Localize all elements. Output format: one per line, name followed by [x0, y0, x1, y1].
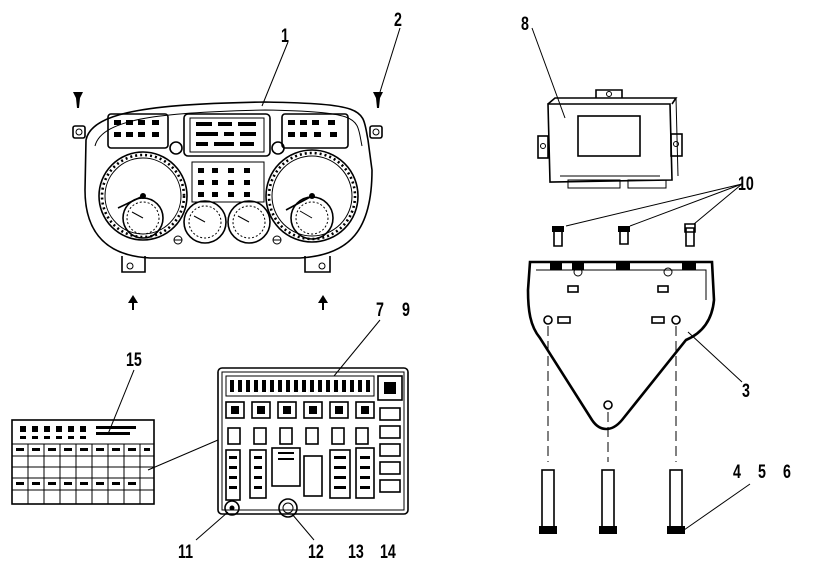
callout-10: 10: [738, 174, 754, 195]
callout-14: 14: [380, 542, 396, 563]
screws: [552, 223, 696, 247]
callout-12: 12: [308, 542, 324, 563]
callout-11: 11: [178, 542, 194, 563]
callout-4: 4: [733, 462, 741, 483]
label-sheet: [11, 419, 155, 505]
callout-1: 1: [281, 26, 289, 47]
callout-15: 15: [126, 350, 142, 371]
callout-8: 8: [521, 14, 529, 35]
callout-5: 5: [758, 462, 766, 483]
fuse-relay-box: [217, 367, 409, 518]
bolts: [539, 469, 685, 534]
callout-6: 6: [783, 462, 791, 483]
callout-9: 9: [402, 300, 410, 321]
alignment-lines: [547, 326, 677, 462]
control-module: [537, 89, 683, 189]
instrument-cluster: [72, 101, 383, 273]
callout-7: 7: [376, 300, 384, 321]
mounting-clips: [73, 92, 383, 310]
callout-13: 13: [348, 542, 364, 563]
mounting-bracket: [526, 260, 716, 431]
callout-2: 2: [394, 10, 402, 31]
callout-3: 3: [742, 381, 750, 402]
